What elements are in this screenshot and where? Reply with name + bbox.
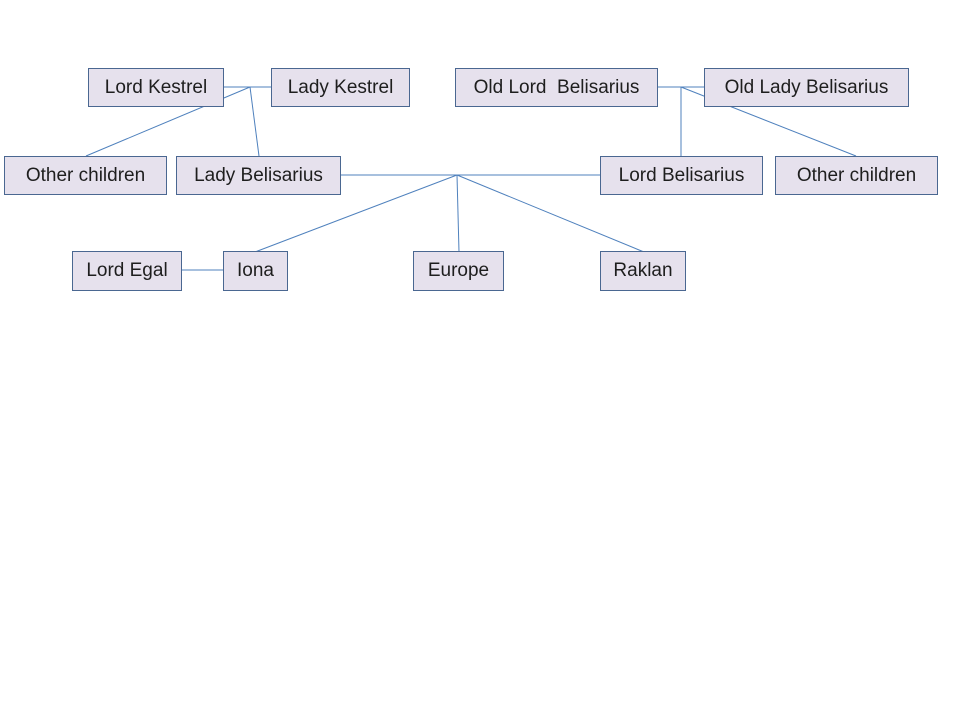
belisarius-to-europe-line — [456, 174, 460, 253]
node-label: Raklan — [613, 260, 673, 281]
node-label: Lady Belisarius — [194, 164, 323, 186]
node-label: Lord Egal — [86, 260, 168, 281]
node-lord-egal: Lord Egal — [72, 251, 182, 291]
node-label: Old Lord Belisarius — [473, 76, 640, 98]
node-lord-belisarius: Lord Belisarius — [600, 156, 763, 195]
kestrel-to-lady-belisarius-line — [249, 86, 260, 157]
node-label: Lady Kestrel — [287, 76, 394, 98]
node-lady-belisarius: Lady Belisarius — [176, 156, 341, 195]
node-other-children-left: Other children — [4, 156, 167, 195]
node-lord-kestrel: Lord Kestrel — [88, 68, 224, 107]
node-old-lady-belisarius: Old Lady Belisarius — [704, 68, 909, 107]
node-label: Old Lady Belisarius — [724, 76, 889, 98]
belisarius-to-iona-line — [254, 174, 458, 253]
node-label: Iona — [237, 260, 274, 281]
node-iona: Iona — [223, 251, 288, 291]
belisarius-to-raklan-line — [456, 174, 645, 253]
node-label: Europe — [427, 260, 490, 281]
node-raklan: Raklan — [600, 251, 686, 291]
node-lady-kestrel: Lady Kestrel — [271, 68, 410, 107]
node-label: Lord Kestrel — [104, 76, 208, 98]
node-other-children-right: Other children — [775, 156, 938, 195]
node-label: Other children — [796, 164, 917, 186]
node-label: Lord Belisarius — [618, 164, 745, 186]
node-label: Other children — [25, 164, 146, 186]
node-old-lord-belisarius: Old Lord Belisarius — [455, 68, 658, 107]
node-europe: Europe — [413, 251, 504, 291]
